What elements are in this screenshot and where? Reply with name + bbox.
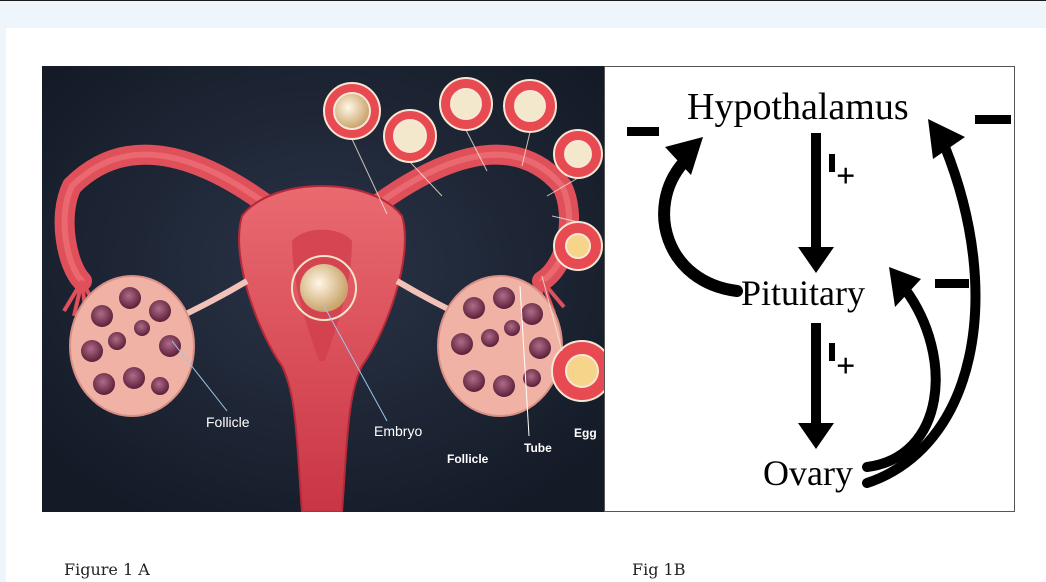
- caption-figure-1a: Figure 1 A: [64, 560, 150, 579]
- label-tube: Tube: [524, 441, 552, 455]
- node-pituitary: Pituitary: [741, 273, 865, 313]
- stimulatory-arrow-2: [798, 323, 835, 449]
- node-hypothalamus: Hypothalamus: [687, 86, 909, 128]
- label-embryo: Embryo: [374, 423, 422, 439]
- plus-sign-1: +: [836, 158, 855, 195]
- plus-sign-2: +: [836, 348, 855, 385]
- figure-1b-feedback-diagram: Hypothalamus Pituitary Ovary + +: [604, 66, 1015, 512]
- minus-sign-left: [627, 127, 659, 136]
- figure-1a-illustration: Follicle Embryo Follicle Tube Egg: [42, 66, 604, 512]
- label-follicle-right: Follicle: [447, 452, 489, 466]
- label-egg: Egg: [574, 426, 597, 440]
- node-ovary: Ovary: [763, 453, 853, 493]
- caption-figure-1b: Fig 1B: [632, 560, 685, 579]
- feedback-arrow-pituitary-to-hypothalamus: [664, 163, 737, 291]
- label-follicle-left: Follicle: [206, 414, 250, 430]
- top-divider: [0, 0, 1046, 1]
- hormone-feedback-drawing: Hypothalamus Pituitary Ovary + +: [605, 67, 1016, 513]
- minus-sign-top-right: [975, 115, 1011, 124]
- stimulatory-arrow-1: [798, 133, 835, 273]
- reproductive-anatomy-drawing: Follicle Embryo Follicle Tube Egg: [42, 66, 604, 512]
- minus-sign-middle-right: [935, 279, 969, 288]
